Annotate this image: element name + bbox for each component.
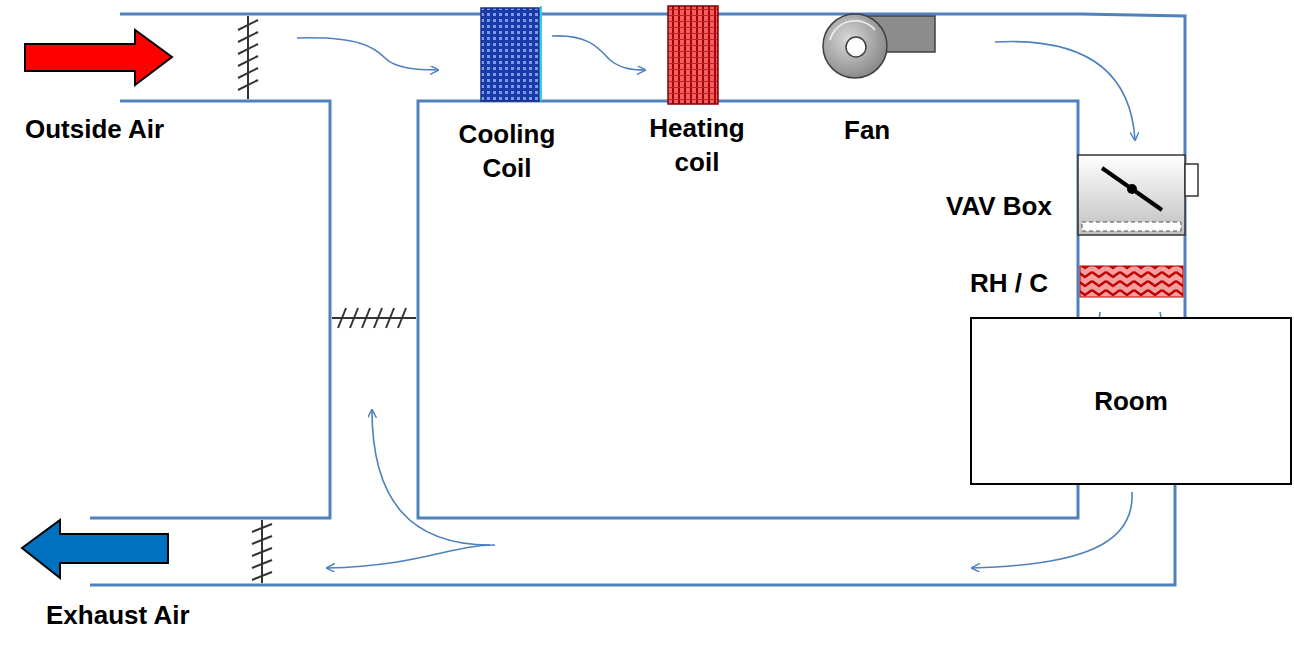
flow-arrows: [297, 36, 1245, 568]
room-label: Room: [1084, 380, 1178, 422]
exhaust-air-damper: [252, 520, 272, 583]
return-air-damper: [332, 308, 416, 328]
vav-box-label: VAV Box: [946, 189, 1052, 223]
exhaust-air-arrow: [22, 520, 168, 578]
exhaust-air-label: Exhaust Air: [46, 598, 190, 632]
vav-box-symbol: [1078, 155, 1198, 235]
cooling-coil-label: Cooling Coil: [447, 117, 567, 185]
duct-walls: [90, 14, 1185, 585]
outside-air-damper: [238, 16, 258, 99]
cooling-coil-symbol: [481, 8, 539, 101]
outside-air-label: Outside Air: [25, 112, 164, 146]
heating-coil-label: Heating coil: [637, 111, 757, 179]
reheat-coil-symbol: [1080, 266, 1183, 297]
heating-coil-symbol: [668, 6, 718, 104]
fan-symbol: [823, 14, 935, 78]
fan-label: Fan: [844, 113, 890, 147]
outside-air-arrow: [25, 30, 172, 85]
reheat-coil-label: RH / C: [970, 266, 1048, 300]
cooling-coil-edge: [540, 6, 542, 101]
room-box: Room: [970, 317, 1292, 485]
